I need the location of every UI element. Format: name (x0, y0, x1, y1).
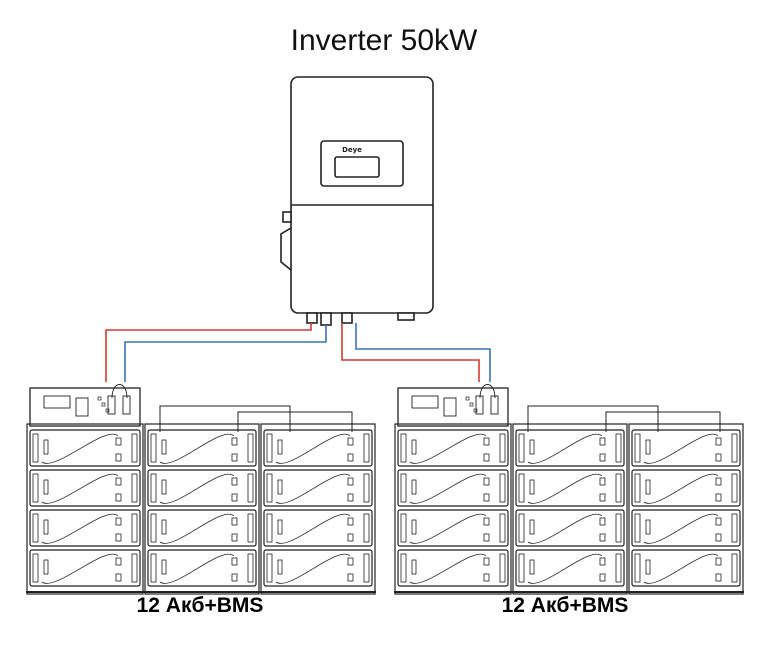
cable-negative-left (124, 325, 327, 382)
battery-module (147, 509, 257, 547)
battery-module (29, 509, 141, 547)
diagram-title: Inverter 50kW (290, 24, 478, 57)
dc-cables (105, 323, 491, 382)
battery-module (631, 509, 741, 547)
inverter (280, 76, 434, 326)
battery-module (397, 429, 509, 467)
battery-module (263, 429, 373, 467)
battery-column (26, 423, 144, 595)
battery-module (29, 429, 141, 467)
inverter-logo: Deye (342, 146, 362, 154)
battery-column (144, 423, 260, 595)
battery-module (147, 469, 257, 507)
battery-module (515, 429, 625, 467)
battery-module (397, 469, 509, 507)
battery-module (29, 469, 141, 507)
battery-column (260, 423, 376, 595)
battery-bank-left (26, 384, 376, 595)
bank-caption-left: 12 Акб+BMS (136, 594, 264, 617)
battery-column (512, 423, 628, 595)
battery-module (515, 509, 625, 547)
battery-module (631, 549, 741, 587)
bank-caption-right: 12 Акб+BMS (501, 594, 629, 617)
battery-column (628, 423, 744, 595)
battery-module (515, 469, 625, 507)
battery-module (263, 549, 373, 587)
battery-module (397, 509, 509, 547)
battery-module (631, 469, 741, 507)
battery-module (147, 549, 257, 587)
battery-module (263, 469, 373, 507)
battery-module (263, 509, 373, 547)
bms-unit (397, 384, 509, 427)
battery-module (147, 429, 257, 467)
bms-unit (29, 384, 141, 427)
battery-module (631, 429, 741, 467)
cable-negative-right (355, 323, 491, 382)
battery-module (29, 549, 141, 587)
inverter-side-port (282, 211, 292, 223)
cable-positive-left (105, 323, 312, 382)
battery-module (397, 549, 509, 587)
cable-positive-right (341, 323, 480, 382)
battery-bank-right (394, 384, 744, 595)
battery-module (515, 549, 625, 587)
battery-column (394, 423, 512, 595)
